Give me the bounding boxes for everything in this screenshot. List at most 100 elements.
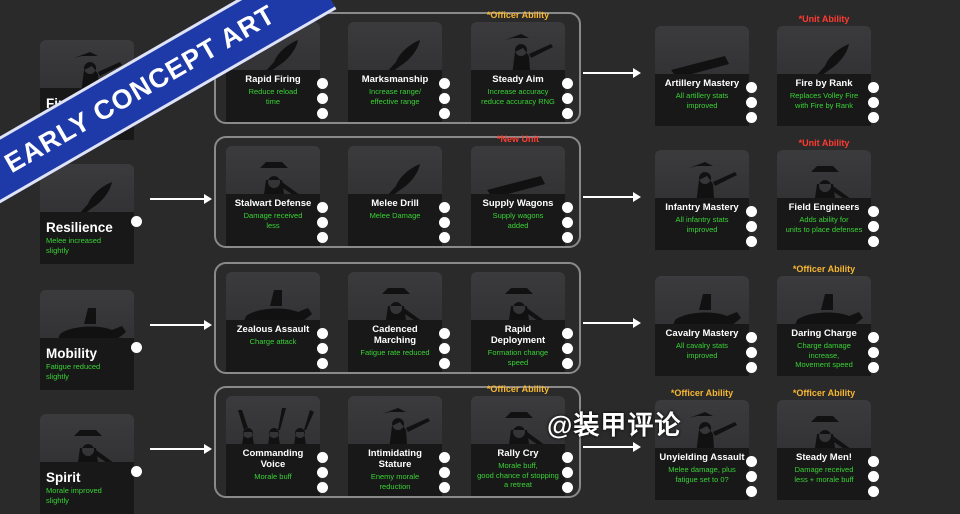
rank-pip-icon[interactable] [439,358,450,369]
rank-pip-icon[interactable] [562,482,573,493]
rank-pips [562,452,573,497]
rank-pip-icon[interactable] [317,78,328,89]
rank-pip-icon[interactable] [746,236,757,247]
rank-pip-icon[interactable] [131,342,142,353]
rank-pip-icon[interactable] [562,78,573,89]
rank-pip-icon[interactable] [317,467,328,478]
rank-pip-icon[interactable] [317,217,328,228]
rank-pip-icon[interactable] [317,482,328,493]
rank-pips [317,202,328,247]
rank-pip-icon[interactable] [317,358,328,369]
node-title: Rapid Deployment [490,324,546,346]
rank-pip-icon[interactable] [439,78,450,89]
rank-pip-icon[interactable] [746,347,757,358]
rank-pip-icon[interactable] [562,202,573,213]
rank-pips [746,456,757,501]
rank-pip-icon[interactable] [562,108,573,119]
rank-pip-icon[interactable] [439,202,450,213]
node-title: Steady Men! [796,452,852,463]
rank-pip-icon[interactable] [562,93,573,104]
node-description: Supply wagons added [492,211,544,230]
arrow-root-to-group-4 [150,444,212,454]
node-description: Formation change speed [487,348,549,367]
rank-pip-icon[interactable] [562,452,573,463]
rank-pip-icon[interactable] [746,82,757,93]
rank-pip-icon[interactable] [131,216,142,227]
rank-pip-icon[interactable] [317,108,328,119]
rank-pip-icon[interactable] [868,471,879,482]
rank-pip-icon[interactable] [746,471,757,482]
rank-pip-icon[interactable] [868,486,879,497]
rank-pip-icon[interactable] [868,206,879,217]
rank-pip-icon[interactable] [746,486,757,497]
rank-pip-icon[interactable] [746,456,757,467]
rank-pip-icon[interactable] [439,217,450,228]
rank-pip-icon[interactable] [868,236,879,247]
rank-pip-icon[interactable] [746,221,757,232]
node-description: All cavalry stats improved [675,341,729,360]
rank-pip-icon[interactable] [868,362,879,373]
rank-pip-icon[interactable] [317,93,328,104]
rank-pip-icon[interactable] [868,97,879,108]
node-description: Melee Damage [369,211,421,220]
rank-pip-icon[interactable] [439,467,450,478]
rank-pip-icon[interactable] [317,202,328,213]
rank-pip-icon[interactable] [439,328,450,339]
rank-pip-icon[interactable] [439,108,450,119]
rank-pip-icon[interactable] [868,456,879,467]
rank-pip-icon[interactable] [562,232,573,243]
rank-pip-icon[interactable] [317,232,328,243]
rank-pip-icon[interactable] [317,452,328,463]
node-label-panel [226,70,320,122]
rank-pip-icon[interactable] [562,217,573,228]
rank-pip-icon[interactable] [131,466,142,477]
rank-pip-icon[interactable] [439,482,450,493]
rank-pip-icon[interactable] [746,112,757,123]
node-description: Enemy morale reduction [370,472,420,491]
node-title: Intimidating Stature [368,448,422,470]
node-title: Fire by Rank [795,78,853,89]
rank-pip-icon[interactable] [317,343,328,354]
rank-pip-icon[interactable] [746,362,757,373]
rank-pip-icon[interactable] [562,328,573,339]
rank-pip-icon[interactable] [439,343,450,354]
rank-pip-icon[interactable] [746,206,757,217]
rank-pip-icon[interactable] [439,93,450,104]
rank-pip-icon[interactable] [439,452,450,463]
rank-pip-icon[interactable] [868,221,879,232]
rank-pip-icon[interactable] [746,332,757,343]
rank-pip-icon[interactable] [746,97,757,108]
rank-pips [868,456,879,501]
mastery-node[interactable]: Steady Men!Damage received less + morale… [777,388,879,500]
rank-pip-icon[interactable] [317,328,328,339]
rank-pip-icon[interactable] [562,343,573,354]
rank-pip-icon[interactable] [439,232,450,243]
rank-pip-icon[interactable] [562,358,573,369]
rank-pip-icon[interactable] [562,467,573,478]
rank-pip-icon[interactable] [868,332,879,343]
rank-pip-icon[interactable] [868,347,879,358]
rank-pip-icon[interactable] [868,82,879,93]
rank-pip-icon[interactable] [868,112,879,123]
